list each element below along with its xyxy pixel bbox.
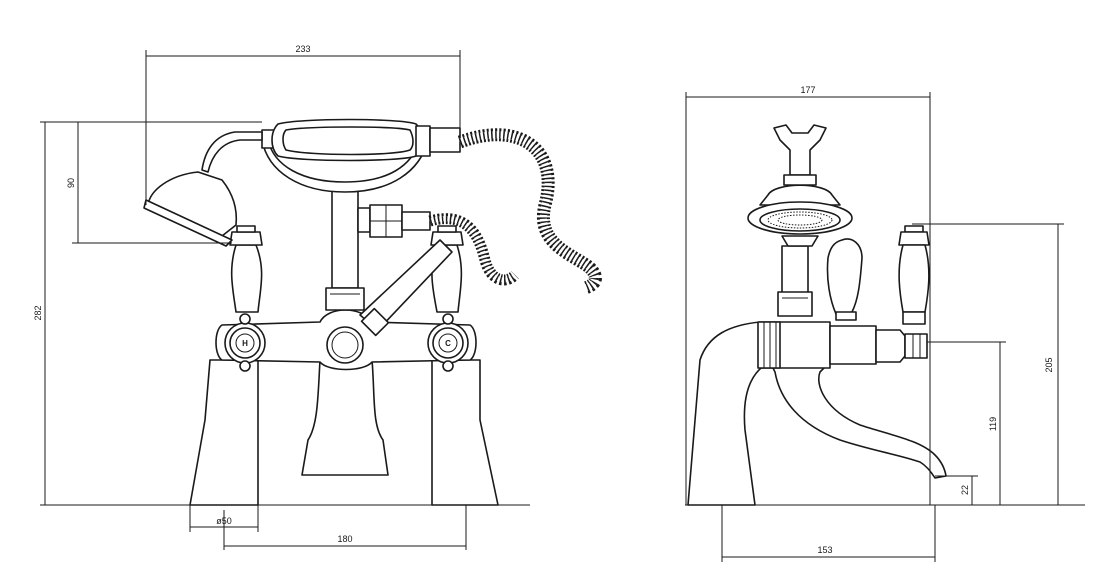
dim-side-width: 177	[800, 85, 815, 95]
hot-marker: H	[242, 339, 248, 348]
side-lever-front	[898, 225, 930, 325]
left-pillar	[189, 359, 259, 506]
handset-arm	[201, 131, 263, 173]
dim-spout-projection: 153	[817, 545, 832, 555]
dim-side-height: 205	[1044, 357, 1054, 372]
dim-overall-height: 282	[33, 305, 43, 320]
side-dimensions: 177 205 119 22 153	[685, 85, 1064, 562]
front-dimensions: 233 90 282 ø50 180	[33, 44, 467, 550]
hose-connector	[357, 204, 431, 238]
front-view: H C 233 90 282 ø50	[33, 44, 602, 550]
hot-valve	[224, 313, 266, 372]
handset-column	[331, 187, 359, 289]
side-view: 177 205 119 22 153	[685, 85, 1085, 562]
side-lever-back	[826, 238, 863, 315]
dim-pillar-centres: 180	[337, 534, 352, 544]
dim-handset-height: 90	[66, 178, 76, 188]
right-pillar	[431, 359, 499, 506]
side-spout	[769, 361, 947, 479]
cold-marker: C	[445, 339, 451, 348]
flexible-hose	[457, 128, 602, 295]
hot-lever-handle	[230, 244, 263, 313]
side-shower-head	[747, 124, 853, 247]
dim-spout-height: 119	[988, 417, 998, 431]
shower-handset	[261, 118, 461, 162]
dim-spout-clearance: 22	[960, 485, 970, 495]
dim-front-width: 233	[295, 44, 310, 54]
spout-body	[301, 359, 389, 476]
cold-valve	[427, 313, 469, 372]
